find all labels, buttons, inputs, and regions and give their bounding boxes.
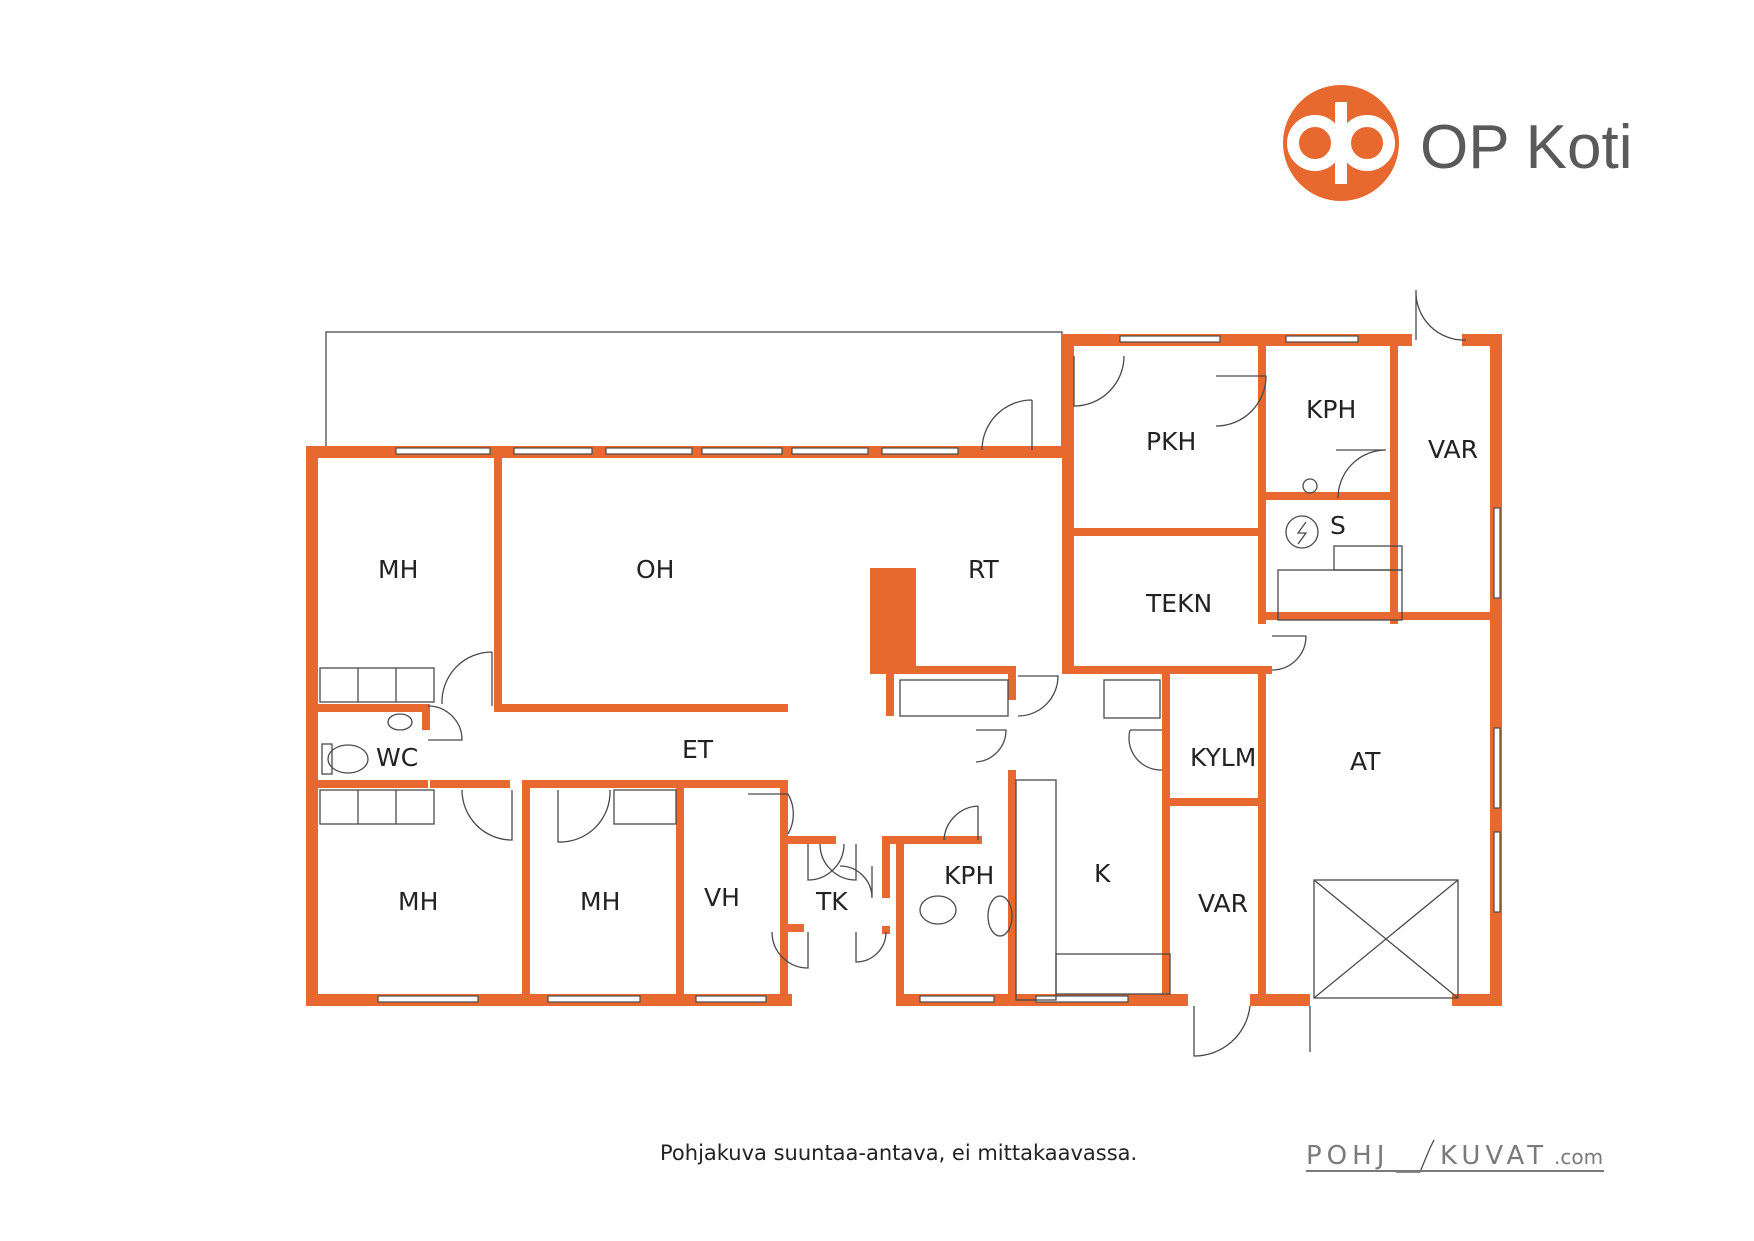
room-s: S bbox=[1330, 511, 1346, 540]
room-k: K bbox=[1094, 859, 1111, 888]
pohjakuvat-suffix: .com bbox=[1554, 1145, 1603, 1169]
toilet-icon bbox=[321, 743, 369, 775]
windows bbox=[377, 335, 1501, 1003]
fixtures bbox=[319, 478, 1459, 1001]
terrace bbox=[325, 331, 1063, 451]
room-at: AT bbox=[1350, 747, 1381, 776]
room-mh-top: MH bbox=[378, 555, 418, 584]
room-kph-bottom: KPH bbox=[944, 861, 994, 890]
brand-name: OP Koti bbox=[1420, 113, 1633, 182]
pohjakuvat-logo: POHJ KUVAT .com bbox=[1306, 1139, 1604, 1173]
room-kph-top: KPH bbox=[1306, 395, 1356, 424]
room-kylm: KYLM bbox=[1190, 743, 1256, 772]
pohjakuvat-part2: KUVAT bbox=[1440, 1141, 1548, 1171]
room-labels: MH OH RT PKH KPH VAR S TEKN WC ET KYLM A… bbox=[376, 395, 1478, 918]
room-mh-left: MH bbox=[398, 887, 438, 916]
room-vh: VH bbox=[704, 883, 740, 912]
room-wc: WC bbox=[376, 743, 418, 772]
pohjakuvat-part1: POHJ bbox=[1306, 1141, 1389, 1171]
room-mh-mid: MH bbox=[580, 887, 620, 916]
electric-heater-icon bbox=[1285, 515, 1319, 549]
sink-icon bbox=[387, 713, 413, 731]
room-rt: RT bbox=[968, 555, 1000, 584]
stairs-icon bbox=[1277, 545, 1403, 621]
walls bbox=[306, 334, 1502, 1006]
room-tk: TK bbox=[815, 887, 848, 916]
room-et: ET bbox=[682, 735, 714, 764]
doors bbox=[427, 289, 1467, 1057]
op-logo-icon bbox=[1283, 85, 1399, 201]
room-tekn: TEKN bbox=[1145, 589, 1212, 618]
room-pkh: PKH bbox=[1146, 427, 1196, 456]
room-var-top: VAR bbox=[1428, 435, 1478, 464]
disclaimer-caption: Pohjakuva suuntaa-antava, ei mittakaavas… bbox=[660, 1141, 1137, 1165]
room-var-bottom: VAR bbox=[1198, 889, 1248, 918]
room-oh: OH bbox=[636, 555, 674, 584]
